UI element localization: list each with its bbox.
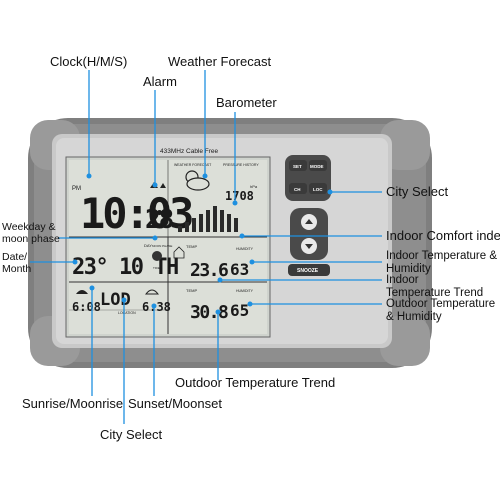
set-button[interactable] bbox=[289, 160, 307, 171]
ch-button-label: CH bbox=[294, 187, 301, 192]
outdoor-humidity-label: HUMIDITY bbox=[236, 289, 254, 293]
city-select-bottom-callout: City Select bbox=[100, 427, 163, 442]
outdoor-humidity-value: 65 bbox=[230, 301, 249, 320]
pressure-bar bbox=[199, 214, 203, 232]
clock-seconds: 28 bbox=[145, 205, 174, 235]
indoor-temp-trend-callout: Indoor Temperature Trend bbox=[386, 274, 484, 299]
location-label: LOCATION bbox=[118, 311, 136, 315]
pressure-bar bbox=[206, 210, 210, 232]
ampm-indicator: PM bbox=[72, 186, 81, 192]
indoor-comfort-callout: Indoor Comfort index bbox=[386, 228, 500, 243]
date-month-callout: Date/ Month bbox=[2, 251, 32, 275]
city-select-right-callout: City Select bbox=[386, 184, 449, 199]
sunrise-icon bbox=[76, 290, 88, 294]
pressure-bar bbox=[227, 214, 231, 232]
alarm-callout: Alarm bbox=[143, 74, 177, 89]
moon-phase-icon bbox=[152, 251, 162, 261]
sunset-icon bbox=[144, 289, 160, 295]
pressure-bar bbox=[234, 218, 238, 232]
mode-button-label: MODE bbox=[310, 164, 324, 169]
callout-dots bbox=[72, 173, 333, 315]
indoor-temp-value: 23.6 bbox=[190, 260, 228, 281]
lcd-screen: PM 10:03 28 WEATHER FORECAST PRESSURE HI… bbox=[65, 156, 271, 338]
indoor-humidity-value: 63 bbox=[230, 260, 249, 279]
outdoor-temp-trend-callout: Outdoor Temperature Trend bbox=[175, 375, 336, 390]
up-down-rocker bbox=[290, 208, 328, 260]
moon-phase-label: MOON PHASE bbox=[152, 244, 172, 248]
set-button-label: SET bbox=[293, 164, 302, 169]
alarm-bell-icon-2 bbox=[160, 183, 166, 188]
clock-callout: Clock(H/M/S) bbox=[50, 54, 128, 69]
up-arrow-icon bbox=[305, 219, 313, 224]
ch-button[interactable] bbox=[289, 183, 307, 194]
callout-lines bbox=[30, 70, 382, 424]
frequency-label: 433MHz Cable Free bbox=[160, 148, 219, 155]
outdoor-temp-label: TEMP bbox=[186, 288, 197, 293]
barometer-callout: Barometer bbox=[216, 95, 277, 110]
day-label: DAY bbox=[144, 243, 152, 248]
loc-button[interactable] bbox=[309, 183, 327, 194]
outdoor-temp-value: 30.8 bbox=[190, 302, 228, 323]
pressure-bar bbox=[185, 222, 189, 232]
house-icon bbox=[173, 246, 185, 259]
sunset-moonset-callout: Sunset/Moonset bbox=[128, 396, 222, 411]
snooze-button[interactable] bbox=[288, 264, 330, 276]
clock-hhmm: 10:03 bbox=[80, 189, 192, 238]
indoor-humidity-label: HUMIDITY bbox=[236, 247, 254, 251]
pressure-bar bbox=[220, 210, 224, 232]
pressure-header: PRESSURE HISTORY bbox=[223, 163, 259, 167]
sunrise-moonrise-callout: Sunrise/Moonrise bbox=[22, 396, 124, 411]
sun-cloud-icon bbox=[185, 170, 210, 191]
loc-button-label: LOC bbox=[313, 187, 323, 192]
sunset-time: 6:38 bbox=[142, 300, 171, 314]
forecast-header: WEATHER FORECAST bbox=[174, 163, 212, 167]
pressure-bar bbox=[178, 226, 182, 232]
pressure-value: 1708 bbox=[225, 189, 254, 203]
pressure-bar bbox=[213, 206, 217, 232]
indoor-temp-label: TEMP bbox=[186, 244, 197, 249]
tide-label: TIDE bbox=[153, 266, 160, 270]
pressure-unit: hPa bbox=[250, 184, 258, 189]
pressure-bar bbox=[192, 218, 196, 232]
button-cluster: SET MODE CH LOC SNOOZE bbox=[285, 155, 331, 276]
snooze-button-label: SNOOZE bbox=[297, 268, 319, 274]
indoor-temp-hum-callout: Indoor Temperature & Humidity bbox=[386, 250, 498, 275]
mode-button[interactable] bbox=[309, 160, 327, 171]
city-code: LOD bbox=[100, 290, 131, 310]
outdoor-temp-hum-callout: Outdoor Temperature & Humidity bbox=[386, 298, 496, 323]
weekday-moon-callout: Weekday & moon phase bbox=[2, 221, 60, 245]
sunrise-time: 6:08 bbox=[72, 300, 101, 314]
pressure-history-bars bbox=[178, 206, 238, 232]
down-arrow-icon bbox=[305, 244, 313, 249]
weather-forecast-callout: Weather Forecast bbox=[168, 54, 272, 69]
date-display: 23° 10 TH bbox=[72, 255, 178, 280]
